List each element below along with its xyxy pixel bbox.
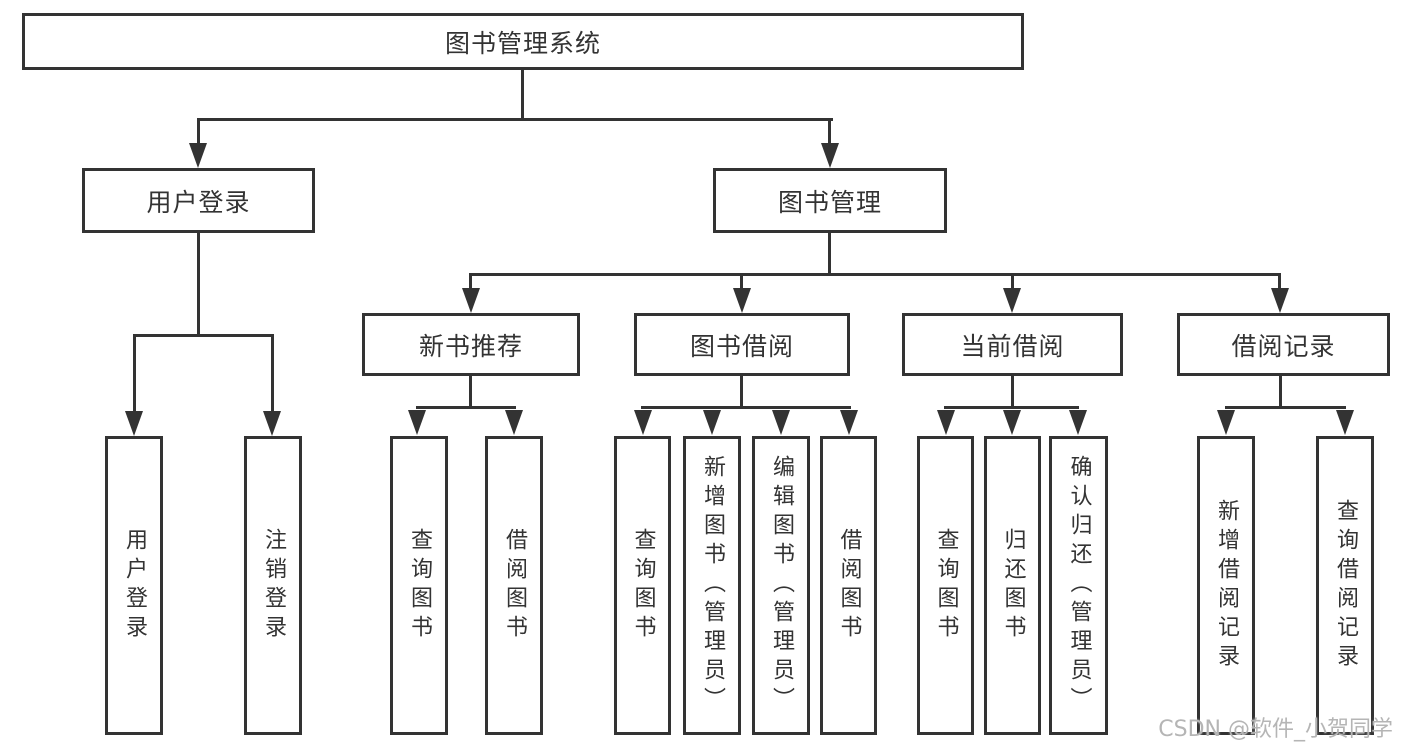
leaf-user-login: 用户登录 xyxy=(105,436,163,735)
node-library-management-system: 图书管理系统 xyxy=(22,13,1024,70)
node-label: 编辑图书（管理员） xyxy=(769,455,794,716)
connector-drop-book-borrow xyxy=(740,273,743,290)
node-label: 查询图书 xyxy=(630,527,656,644)
leaf-borrow-add-books-admin: 新增图书（管理员） xyxy=(683,436,741,735)
node-label: 确认归还（管理员） xyxy=(1066,455,1092,716)
arrowhead-borrow-edit xyxy=(772,410,790,435)
arrowhead-current-query xyxy=(937,410,955,435)
arrowhead-borrow-add xyxy=(703,410,721,435)
connector-drop-logout xyxy=(271,334,274,412)
node-label: 用户登录 xyxy=(146,187,251,217)
connector-book-borrow-stem xyxy=(740,376,743,406)
node-label: 新增借阅记录 xyxy=(1214,498,1239,673)
leaf-borrow-edit-books-admin: 编辑图书（管理员） xyxy=(752,436,810,735)
connector-new-book-rail xyxy=(416,406,516,409)
node-label: 新增图书（管理员） xyxy=(700,455,725,716)
arrowhead-records-add xyxy=(1217,410,1235,435)
connector-borrow-records-rail xyxy=(1225,406,1346,409)
node-label: 归还图书 xyxy=(1000,527,1026,644)
node-label: 查询图书 xyxy=(407,527,432,644)
connector-book-management-rail xyxy=(469,273,1281,276)
connector-drop-user-login xyxy=(197,118,200,145)
connector-book-borrow-rail xyxy=(641,406,851,409)
connector-user-login-stem xyxy=(197,233,200,334)
node-label: 查询图书 xyxy=(933,527,959,644)
arrowhead-borrow-query xyxy=(634,410,652,435)
arrowhead-current-confirm xyxy=(1069,410,1087,435)
leaf-current-confirm-return-admin: 确认归还（管理员） xyxy=(1049,436,1108,735)
node-label: 借阅记录 xyxy=(1231,331,1336,361)
connector-user-login-rail xyxy=(133,334,274,337)
node-borrow-records: 借阅记录 xyxy=(1177,313,1390,376)
node-label: 新书推荐 xyxy=(418,331,523,361)
leaf-newbook-borrow-books: 借阅图书 xyxy=(485,436,543,735)
arrowhead-current-return xyxy=(1003,410,1021,435)
arrowhead-new-book-query xyxy=(408,410,426,435)
node-current-borrow: 当前借阅 xyxy=(902,313,1123,376)
node-label: 图书管理 xyxy=(777,187,882,217)
leaf-logout: 注销登录 xyxy=(244,436,302,735)
node-label: 当前借阅 xyxy=(960,331,1065,361)
node-label: 借阅图书 xyxy=(502,527,527,644)
connector-drop-new-book xyxy=(469,273,472,290)
leaf-records-query-borrow-record: 查询借阅记录 xyxy=(1316,436,1374,735)
arrowhead-book-borrow xyxy=(733,288,751,313)
node-label: 借阅图书 xyxy=(836,527,862,644)
leaf-newbook-query-books: 查询图书 xyxy=(390,436,448,735)
connector-drop-borrow-records xyxy=(1278,273,1281,290)
node-label: 注销登录 xyxy=(261,527,286,644)
connector-book-management-stem xyxy=(828,233,831,273)
leaf-current-query-books: 查询图书 xyxy=(917,436,974,735)
arrowhead-user-login xyxy=(189,143,207,168)
arrowhead-new-book-borrow xyxy=(505,410,523,435)
connector-current-borrow-stem xyxy=(1011,376,1014,406)
connector-drop-book-management xyxy=(828,118,831,145)
connector-root-stem xyxy=(521,70,524,118)
node-new-book-recommend: 新书推荐 xyxy=(362,313,580,376)
arrowhead-records-query xyxy=(1336,410,1354,435)
arrowhead-logout xyxy=(263,411,281,436)
node-book-borrow: 图书借阅 xyxy=(634,313,850,376)
leaf-borrow-query-books: 查询图书 xyxy=(614,436,671,735)
connector-drop-login xyxy=(133,334,136,412)
csdn-watermark: CSDN @软件_小贺同学 xyxy=(1158,717,1393,742)
connector-drop-current-borrow xyxy=(1011,273,1014,290)
arrowhead-borrow-borrow xyxy=(840,410,858,435)
arrowhead-book-management xyxy=(821,143,839,168)
connector-root-rail xyxy=(197,118,833,121)
arrowhead-login xyxy=(125,411,143,436)
arrowhead-current-borrow xyxy=(1003,288,1021,313)
node-label: 图书借阅 xyxy=(689,331,794,361)
leaf-borrow-borrow-books: 借阅图书 xyxy=(820,436,877,735)
node-book-management: 图书管理 xyxy=(713,168,947,233)
connector-new-book-stem xyxy=(469,376,472,406)
node-label: 用户登录 xyxy=(122,527,147,644)
node-label: 查询借阅记录 xyxy=(1333,498,1358,673)
connector-current-borrow-rail xyxy=(944,406,1079,409)
leaf-current-return-books: 归还图书 xyxy=(984,436,1041,735)
arrowhead-borrow-records xyxy=(1271,288,1289,313)
node-label: 图书管理系统 xyxy=(444,28,601,58)
leaf-records-add-borrow-record: 新增借阅记录 xyxy=(1197,436,1255,735)
connector-borrow-records-stem xyxy=(1279,376,1282,406)
node-user-login: 用户登录 xyxy=(82,168,315,233)
arrowhead-new-book xyxy=(462,288,480,313)
